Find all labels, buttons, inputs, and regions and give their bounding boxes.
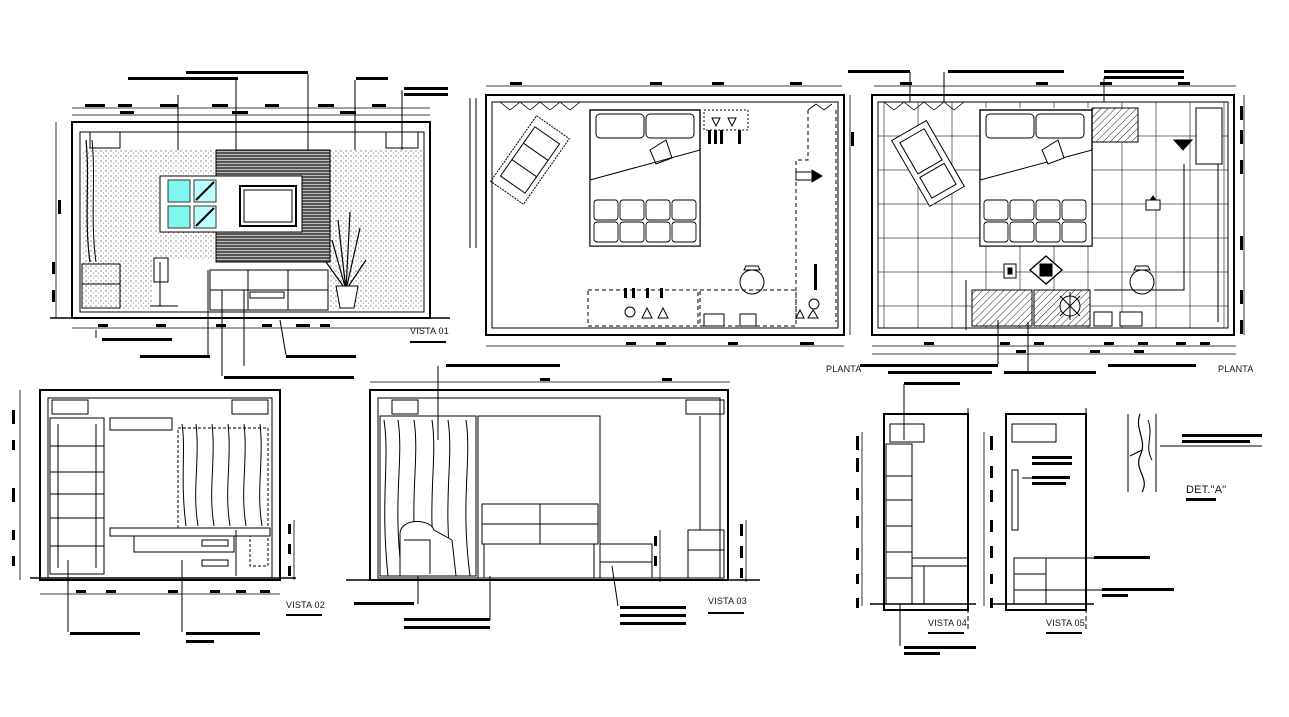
elevation-vista-04 <box>856 382 976 655</box>
elevation-vista-01 <box>50 71 450 379</box>
vista-02-title: VISTA 02 <box>286 600 325 610</box>
vista-04-title: VISTA 04 <box>928 618 967 628</box>
detail-a <box>1127 413 1262 501</box>
vista-05-title: VISTA 05 <box>1046 618 1085 628</box>
title-underlines <box>286 341 1082 634</box>
floor-plan-a <box>469 82 854 347</box>
planta-b-title: PLANTA <box>1218 364 1254 374</box>
vista-01-title: VISTA 01 <box>410 326 449 336</box>
planta-a-title: PLANTA <box>826 364 862 374</box>
elevation-vista-02 <box>12 389 296 643</box>
detail-a-title: DET."A" <box>1186 484 1227 496</box>
elevation-vista-05 <box>983 408 1174 630</box>
vista-03-title: VISTA 03 <box>708 596 747 606</box>
floor-plan-b <box>848 70 1245 374</box>
elevation-vista-03 <box>346 364 760 629</box>
